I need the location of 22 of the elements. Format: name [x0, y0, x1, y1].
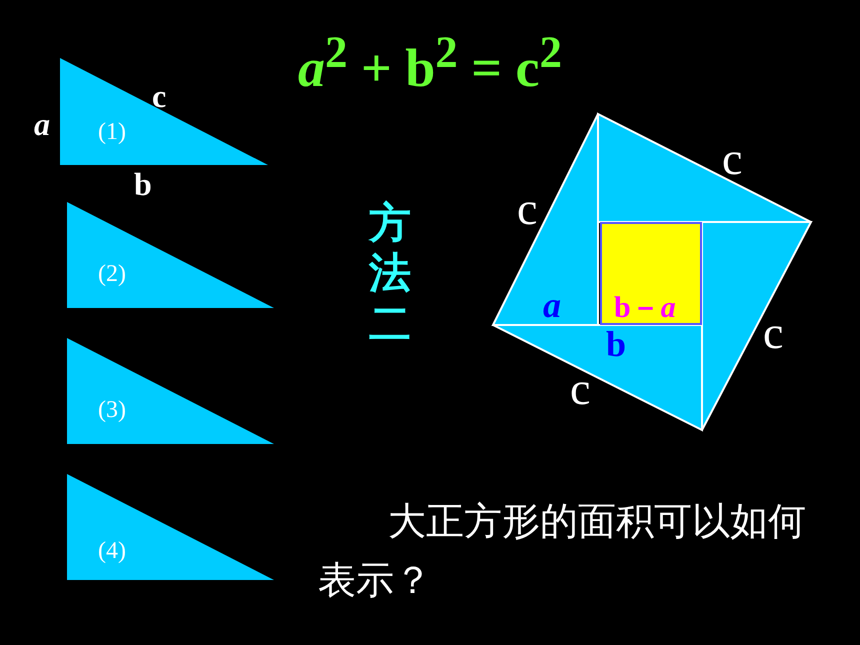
side-label: b－a [614, 293, 676, 323]
side-label: a [543, 287, 561, 323]
triangle [60, 58, 268, 165]
side-label: c [722, 136, 742, 182]
side-label: c [152, 80, 166, 112]
triangle-number: (3) [98, 398, 126, 422]
side-label: b [134, 168, 152, 200]
triangle [67, 202, 274, 308]
side-label: a [34, 108, 50, 140]
triangle [67, 474, 274, 580]
side-label: c [517, 186, 538, 232]
side-label: c [763, 310, 784, 356]
question-text: 大正方形的面积可以如何表示？ [318, 498, 807, 604]
vertical-heading: 方法二 [368, 198, 412, 350]
triangle [67, 338, 274, 444]
triangle-number: (4) [98, 539, 126, 563]
side-label: c [570, 366, 590, 412]
inner-square [600, 222, 702, 325]
formula-title: a$^{2}$ + b$^{2}$ = c$^{2}$ [296, 30, 564, 95]
side-label: b [606, 326, 626, 362]
triangle-number: (1) [98, 120, 126, 144]
triangle-number: (2) [98, 262, 126, 286]
